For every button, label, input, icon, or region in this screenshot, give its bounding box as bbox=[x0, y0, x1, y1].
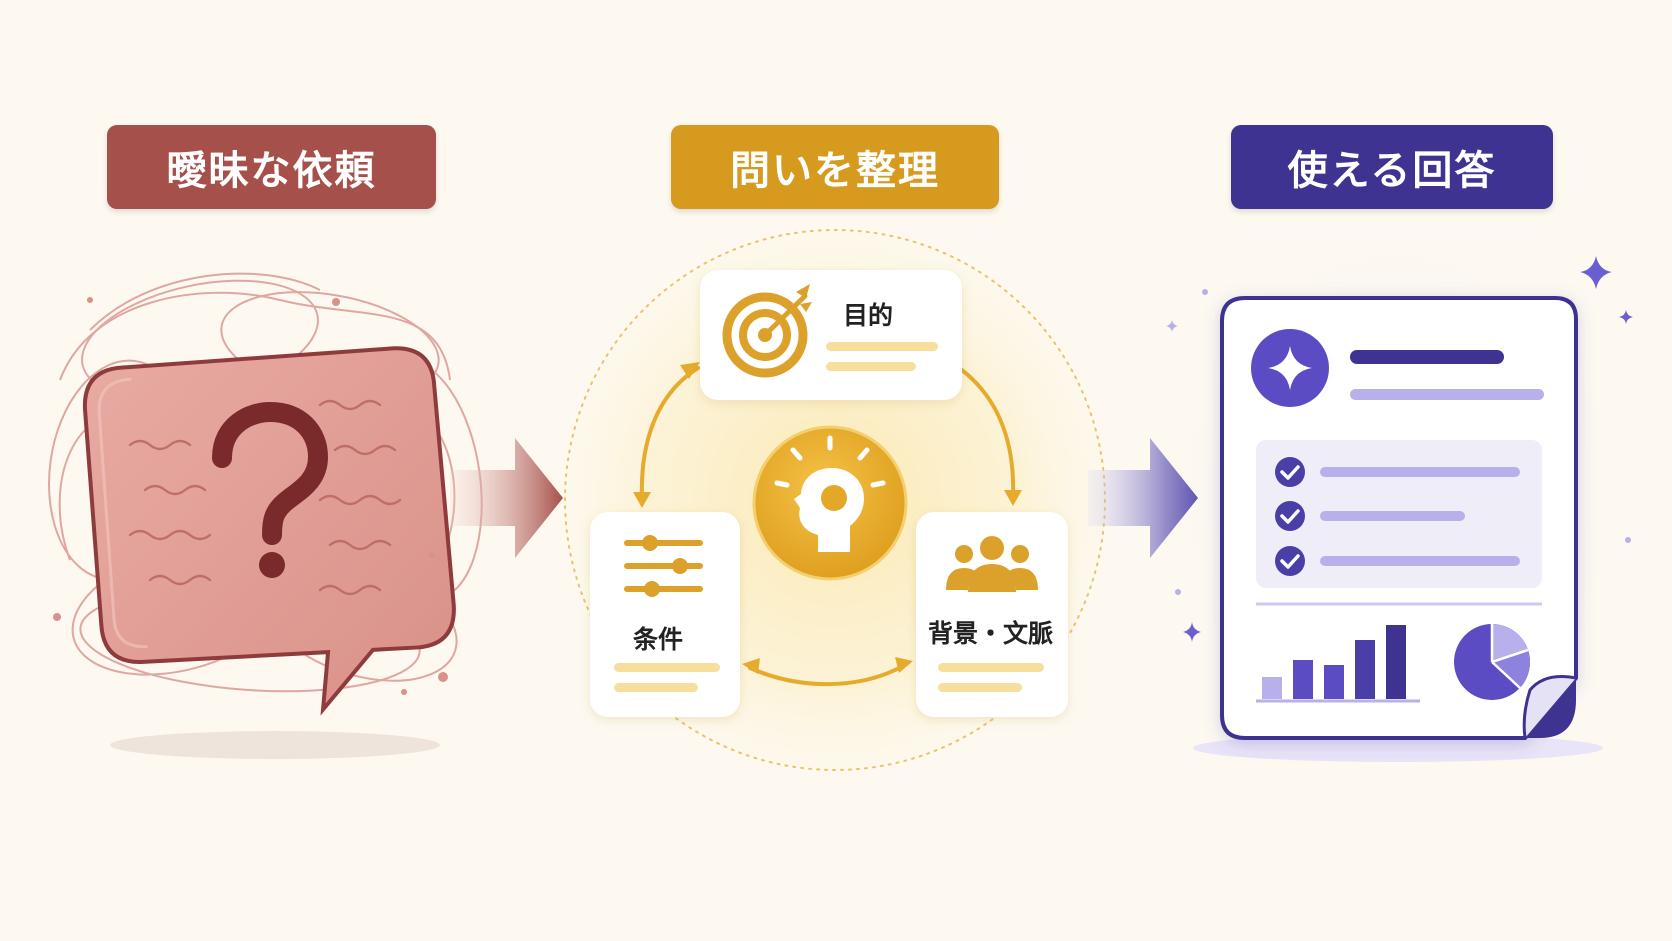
step-label-vague-request: 曖昧な依頼 bbox=[107, 125, 436, 209]
target-icon bbox=[722, 284, 812, 378]
check-icon bbox=[1275, 457, 1305, 487]
sparkle-icon bbox=[1251, 329, 1329, 407]
check-icon bbox=[1275, 501, 1305, 531]
step-label-usable-answer: 使える回答 bbox=[1231, 125, 1553, 209]
card-label-background-context: 背景・文脈 bbox=[928, 619, 1054, 648]
check-icon bbox=[1275, 546, 1305, 576]
card-label-purpose: 目的 bbox=[843, 301, 894, 330]
organize-question-illustration bbox=[564, 229, 1106, 771]
question-mark-icon bbox=[212, 401, 329, 578]
bar-chart-icon bbox=[1256, 625, 1420, 703]
lightbulb-head-icon bbox=[752, 425, 908, 581]
people-icon bbox=[946, 536, 1038, 592]
step-label-organize-question: 問いを整理 bbox=[671, 125, 999, 209]
card-label-conditions: 条件 bbox=[633, 625, 684, 654]
pie-chart-icon bbox=[1454, 624, 1531, 700]
arrow-right-red bbox=[450, 438, 563, 558]
vague-request-illustration bbox=[48, 272, 483, 759]
usable-answer-illustration bbox=[1165, 230, 1633, 762]
sliders-icon bbox=[624, 535, 703, 597]
